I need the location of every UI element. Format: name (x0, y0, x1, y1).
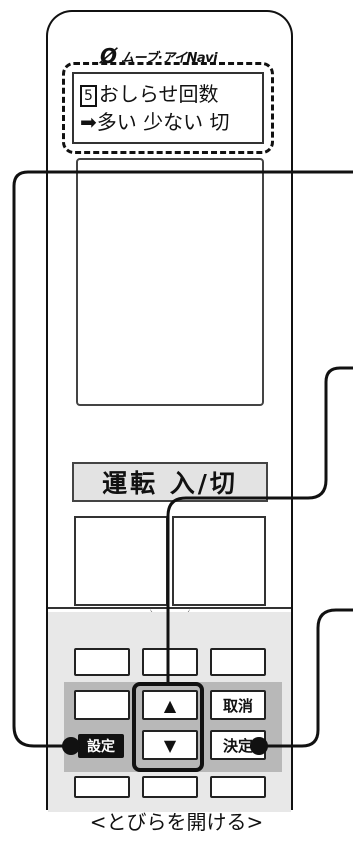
up-button[interactable]: ▲ (142, 690, 198, 720)
lcd-item-number: 5 (80, 84, 97, 107)
setting-callout-dot (62, 737, 80, 755)
down-button[interactable]: ▼ (142, 730, 198, 760)
up-arrow-icon: ▲ (163, 695, 177, 715)
run-onoff-button-right[interactable] (172, 516, 266, 606)
panel-key-r4-3[interactable] (210, 776, 266, 798)
panel-key-r2-1[interactable] (74, 690, 130, 720)
panel-key-r1-1[interactable] (74, 648, 130, 676)
lcd-highlight-frame (62, 62, 274, 154)
setting-button[interactable]: 設定 (78, 734, 124, 758)
logo-text: ムーブ·アイNavi (121, 50, 218, 66)
run-onoff-button-left[interactable] (74, 516, 168, 606)
lcd-setting-name: おしらせ回数 (98, 82, 219, 106)
run-onoff-label: 運転 入/切 (72, 462, 268, 502)
panel-key-r1-3[interactable] (210, 648, 266, 676)
confirm-button[interactable]: 決定 (210, 730, 266, 760)
cancel-button[interactable]: 取消 (210, 690, 266, 720)
panel-key-r1-2[interactable] (142, 648, 198, 676)
down-arrow-icon: ▼ (163, 735, 177, 755)
open-lid-caption: <とびらを開ける> (89, 810, 264, 834)
arrow-keys-highlight (132, 682, 204, 772)
lcd-line-2: ➡多い 少ない 切 (80, 110, 230, 134)
main-screen (76, 158, 264, 406)
confirm-callout-dot (250, 737, 268, 755)
panel-key-r4-1[interactable] (74, 776, 130, 798)
panel-key-r4-2[interactable] (142, 776, 198, 798)
